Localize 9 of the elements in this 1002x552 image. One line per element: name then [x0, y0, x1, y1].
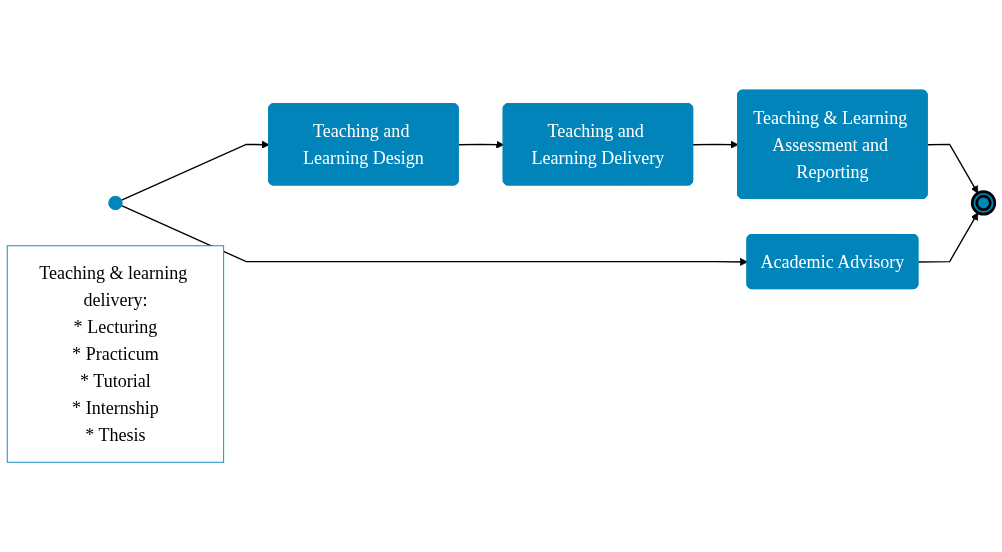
arrow [692, 140, 739, 149]
node-circle [108, 195, 123, 210]
arrow [457, 140, 505, 149]
arrow [926, 143, 979, 194]
arrow [917, 212, 979, 263]
node-circle [970, 190, 997, 216]
arrow [120, 140, 270, 201]
node-box: Teaching & learning delivery: * Lecturing * Practicum * Tutorial * Internship * Thesis [6, 245, 225, 463]
arrow [120, 204, 748, 266]
